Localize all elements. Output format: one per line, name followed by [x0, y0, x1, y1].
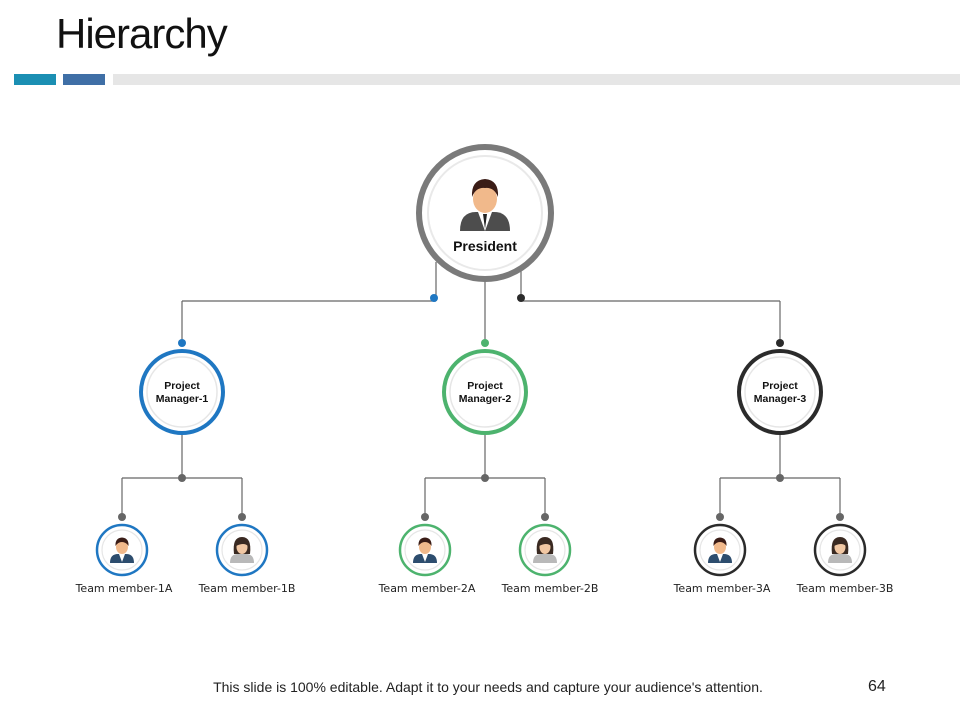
divider-bar [113, 74, 960, 85]
footer-text: This slide is 100% editable. Adapt it to… [213, 679, 763, 695]
connector-dot-dark [776, 339, 784, 347]
connector-dot-blue [430, 294, 438, 302]
connector-dot [836, 513, 844, 521]
connector-dot [716, 513, 724, 521]
connector-dot-blue [178, 339, 186, 347]
team-member-label: Team member-1A [75, 582, 173, 595]
female-avatar-icon [828, 537, 852, 563]
accent-bar-teal [14, 74, 56, 85]
female-avatar-icon [533, 537, 557, 563]
accent-bar-blue [63, 74, 105, 85]
page-number: 64 [868, 678, 886, 695]
connector-dot [776, 474, 784, 482]
president-label: President [453, 238, 517, 254]
team-member-node[interactable]: Team member-2A [378, 523, 476, 595]
connector-dot [481, 474, 489, 482]
manager-label-line2: Manager-1 [156, 393, 209, 405]
connector-dot [541, 513, 549, 521]
slide-title: Hierarchy [56, 10, 228, 57]
team-member-node[interactable]: Team member-3A [673, 523, 771, 595]
team-member-label: Team member-3B [796, 582, 894, 595]
team-member-node[interactable]: Team member-2B [501, 523, 599, 595]
male-avatar-icon [413, 537, 437, 563]
connector-dot [421, 513, 429, 521]
connector-lines [118, 262, 844, 521]
connector-dot [178, 474, 186, 482]
team-member-node[interactable]: Team member-3B [796, 523, 894, 595]
team-member-label: Team member-2B [501, 582, 599, 595]
manager-label-line1: Project [164, 380, 200, 392]
female-avatar-icon [230, 537, 254, 563]
team-member-label: Team member-1B [198, 582, 296, 595]
team-member-label: Team member-2A [378, 582, 476, 595]
manager-label-line1: Project [762, 380, 798, 392]
managers-group: ProjectManager-1ProjectManager-2ProjectM… [139, 349, 823, 435]
male-avatar-icon [110, 537, 134, 563]
connector-dot [118, 513, 126, 521]
businessman-icon [460, 179, 510, 231]
connector-dot [238, 513, 246, 521]
connector-dot-green [481, 339, 489, 347]
members-group: Team member-1A Team member-1B Team member-… [75, 523, 894, 595]
connector-dot-dark [517, 294, 525, 302]
manager-label-line2: Manager-3 [754, 393, 807, 405]
male-avatar-icon [708, 537, 732, 563]
manager-label-line1: Project [467, 380, 503, 392]
team-member-node[interactable]: Team member-1B [198, 523, 296, 595]
president-node[interactable]: President [416, 144, 554, 282]
team-member-label: Team member-3A [673, 582, 771, 595]
team-member-node[interactable]: Team member-1A [75, 523, 173, 595]
manager-label-line2: Manager-2 [459, 393, 512, 405]
